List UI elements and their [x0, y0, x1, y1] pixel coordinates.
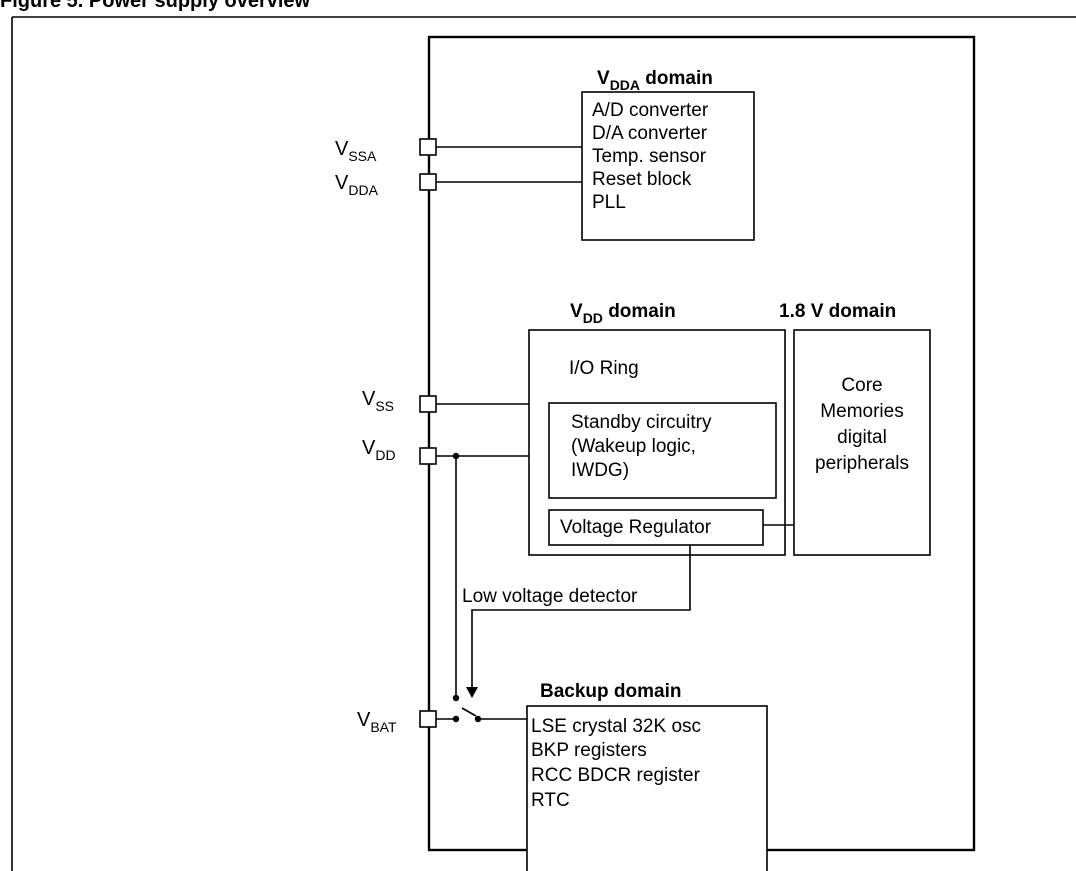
vdd-domain-title: VDD domain — [570, 301, 676, 326]
backup-domain-box — [526, 705, 768, 871]
low-voltage-detector-label: Low voltage detector — [462, 586, 638, 607]
standby-line-2: (Wakeup logic, — [571, 436, 696, 457]
backup-item-lse: LSE crystal 32K osc — [531, 716, 701, 737]
backup-item-rcc-bdcr: RCC BDCR register — [531, 765, 701, 786]
pin-label-vssa: VSSA — [335, 138, 377, 164]
vdda-item-adc: A/D converter — [592, 100, 709, 121]
standby-circuitry-box — [548, 402, 777, 499]
vdda-item-reset-block: Reset block — [592, 169, 692, 190]
vdda-item-dac: D/A converter — [592, 123, 708, 144]
standby-line-3: IWDG) — [571, 460, 629, 481]
vdda-domain-box — [581, 91, 755, 241]
vdda-item-pll: PLL — [592, 192, 626, 213]
vdd-io-ring: I/O Ring — [569, 358, 639, 379]
v18-domain-title: 1.8 V domain — [779, 301, 896, 322]
pin-label-vdda: VDDA — [335, 172, 379, 198]
switch-vbat-contact — [452, 715, 460, 723]
voltage-regulator-label: Voltage Regulator — [560, 517, 712, 538]
pin-vdda — [419, 173, 437, 191]
switch-vdd-contact — [452, 694, 460, 702]
wire-low-voltage-detector — [471, 545, 691, 689]
figure-caption: Figure 5. Power supply overview — [0, 0, 311, 12]
pin-label-vbat: VBAT — [357, 709, 397, 735]
power-switch-blade — [461, 707, 477, 717]
pin-label-vdd: VDD — [362, 437, 396, 463]
v18-item-memories: Memories — [820, 401, 903, 422]
pin-vssa — [419, 138, 437, 156]
v18-domain-box — [793, 329, 931, 556]
pin-vbat — [419, 710, 437, 728]
vdda-domain-title: VDDA domain — [597, 68, 713, 93]
v18-item-digital: digital — [837, 427, 887, 448]
pin-vdd — [419, 447, 437, 465]
low-voltage-detector-arrow — [466, 687, 478, 698]
backup-item-rtc: RTC — [531, 790, 570, 811]
v18-item-peripherals: peripherals — [815, 453, 909, 474]
voltage-regulator-box — [548, 509, 764, 546]
backup-item-bkp: BKP registers — [531, 740, 647, 761]
pin-vss — [419, 395, 437, 413]
pin-label-vss: VSS — [362, 388, 394, 414]
backup-domain-title: Backup domain — [540, 681, 681, 702]
v18-item-core: Core — [841, 375, 882, 396]
standby-line-1: Standby circuitry — [571, 412, 712, 433]
vdda-item-temp-sensor: Temp. sensor — [592, 146, 707, 167]
